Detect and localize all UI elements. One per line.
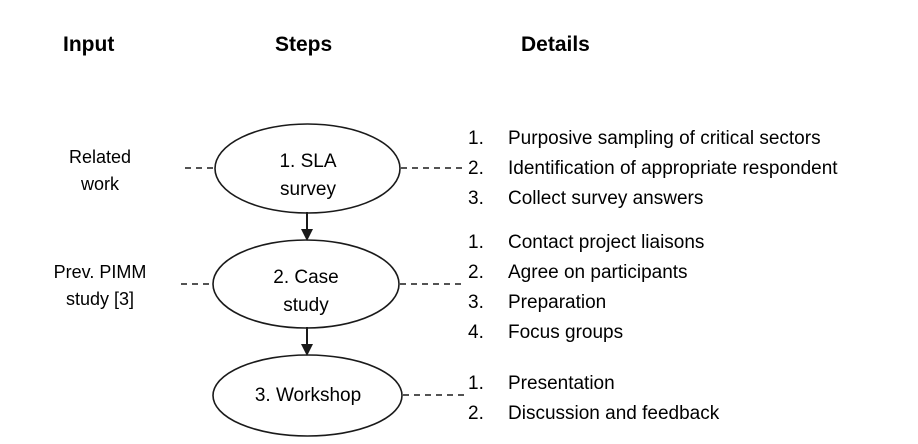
details-item: 3. Collect survey answers — [468, 184, 838, 214]
details-item: 2. Discussion and feedback — [468, 399, 719, 429]
details-item-number: 1. — [468, 128, 484, 149]
details-item-number: 4. — [468, 322, 484, 343]
column-header-details: Details — [521, 33, 590, 56]
column-header-input: Input — [63, 33, 115, 56]
details-item-number: 1. — [468, 373, 484, 394]
input-label-related-work: Related work — [68, 147, 132, 194]
details-item-number: 2. — [468, 158, 484, 179]
details-item-text: Identification of appropriate respondent — [508, 158, 838, 179]
step-ellipse-sla-survey — [214, 123, 401, 214]
column-header-steps: Steps — [275, 33, 333, 56]
details-item-text: Presentation — [508, 373, 615, 394]
details-item: 3. Preparation — [468, 288, 704, 318]
flow-arrow-head-2to3 — [301, 344, 313, 356]
details-list-step-2: 1. Contact project liaisons 2. Agree on … — [468, 228, 704, 348]
step-ellipse-case-study — [212, 239, 400, 329]
details-item-text: Discussion and feedback — [508, 403, 720, 424]
input-label-prev-pimm-study: Prev. PIMM study [3] — [53, 262, 147, 309]
details-item: 1. Presentation — [468, 369, 719, 399]
details-item: 2. Agree on participants — [468, 258, 704, 288]
details-list-step-3: 1. Presentation 2. Discussion and feedba… — [468, 369, 719, 429]
details-item: 4. Focus groups — [468, 318, 704, 348]
details-item-number: 3. — [468, 292, 484, 313]
flow-arrow-head-1to2 — [301, 229, 313, 241]
details-item-text: Collect survey answers — [508, 188, 704, 209]
details-list-step-1: 1. Purposive sampling of critical sector… — [468, 124, 838, 214]
details-item-number: 2. — [468, 403, 484, 424]
details-item-text: Preparation — [508, 292, 607, 313]
details-item-text: Focus groups — [508, 322, 624, 343]
details-item-number: 1. — [468, 232, 484, 253]
details-item: 1. Contact project liaisons — [468, 228, 704, 258]
details-item-number: 2. — [468, 262, 484, 283]
step-ellipse-workshop — [212, 354, 403, 437]
details-item: 1. Purposive sampling of critical sector… — [468, 124, 838, 154]
details-item: 2. Identification of appropriate respond… — [468, 154, 838, 184]
details-item-text: Agree on participants — [508, 262, 688, 283]
details-item-text: Purposive sampling of critical sectors — [508, 128, 821, 149]
details-item-text: Contact project liaisons — [508, 232, 705, 253]
details-item-number: 3. — [468, 188, 484, 209]
